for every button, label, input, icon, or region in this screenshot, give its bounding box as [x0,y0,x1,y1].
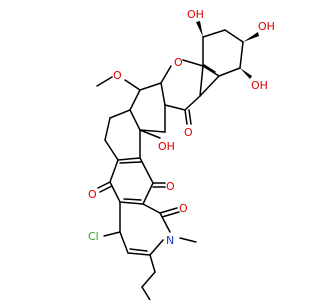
methoxy-o-label: O [113,69,122,82]
ketone-o-upper-label: O [184,126,193,139]
chlorine-label: Cl [88,230,99,243]
bonds-pyridinone [103,201,197,300]
ring-oxygen-label: O [174,56,183,69]
oh-middle-label: OH [158,140,175,153]
ketone-o-lower-left-label: O [88,188,97,201]
oh-right-label: OH [251,79,268,92]
ketone-o-lower-right-label: O [179,202,188,215]
ketone-o-mid-label: O [166,180,175,193]
oh-top-right-label: OH [258,20,275,33]
molecule-canvas: OH OH OH O O O OH O O O N Cl [88,8,275,300]
nitrogen-label: N [166,234,174,247]
bonds-middle-ring [104,109,161,164]
bonds-pyran [160,59,220,125]
bonds-top-ring [196,21,259,79]
structure-diagram: OH OH OH O O O OH O O O N Cl [88,8,275,300]
bonds-methoxy-ring [96,76,166,133]
oh-top-left-label: OH [187,8,204,21]
bonds-quinone [97,157,166,205]
